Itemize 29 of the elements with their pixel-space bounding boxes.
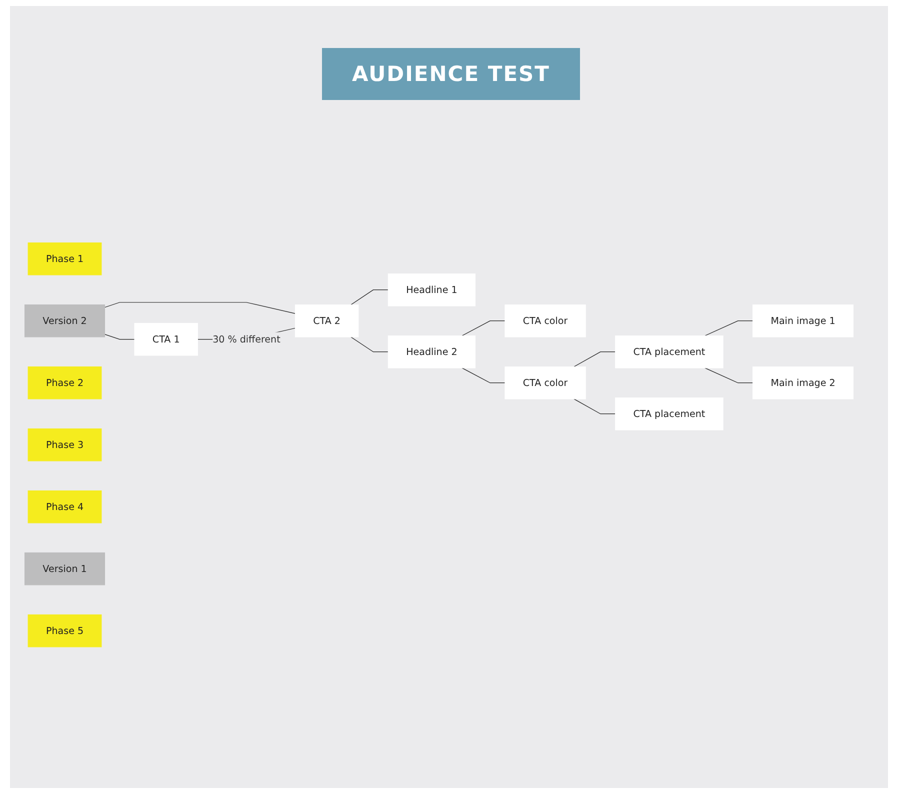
connector [350,290,388,306]
node-box: Main image 1 [752,304,854,338]
node-box: Phase 5 [28,614,102,648]
connector [350,336,388,352]
node-box: CTA color [504,366,586,400]
node-box: Version 2 [24,304,106,338]
node-box: Phase 2 [28,366,102,400]
connector [104,334,135,340]
node-box: Main image 2 [752,366,854,400]
connector [104,302,296,314]
connector [574,398,616,414]
connector [704,368,754,384]
connector [462,320,506,336]
node-box: CTA 2 [294,304,359,338]
title-banner: AUDIENCE TEST [322,48,580,100]
connector [462,368,506,384]
connector [574,352,616,368]
node-box: CTA color [504,304,586,338]
node-box: Phase 1 [28,242,102,276]
node-box: CTA placement [615,336,724,368]
node-box: Headline 2 [388,336,476,368]
node-box: Phase 4 [28,490,102,524]
node-box: CTA 1 [134,323,198,356]
node-box: Headline 1 [388,274,476,306]
node-box: Phase 3 [28,428,102,462]
node-box: Version 1 [24,552,106,586]
node-box: CTA placement [615,398,724,430]
connector [704,320,754,336]
edge-label: 30 % different [212,334,280,345]
